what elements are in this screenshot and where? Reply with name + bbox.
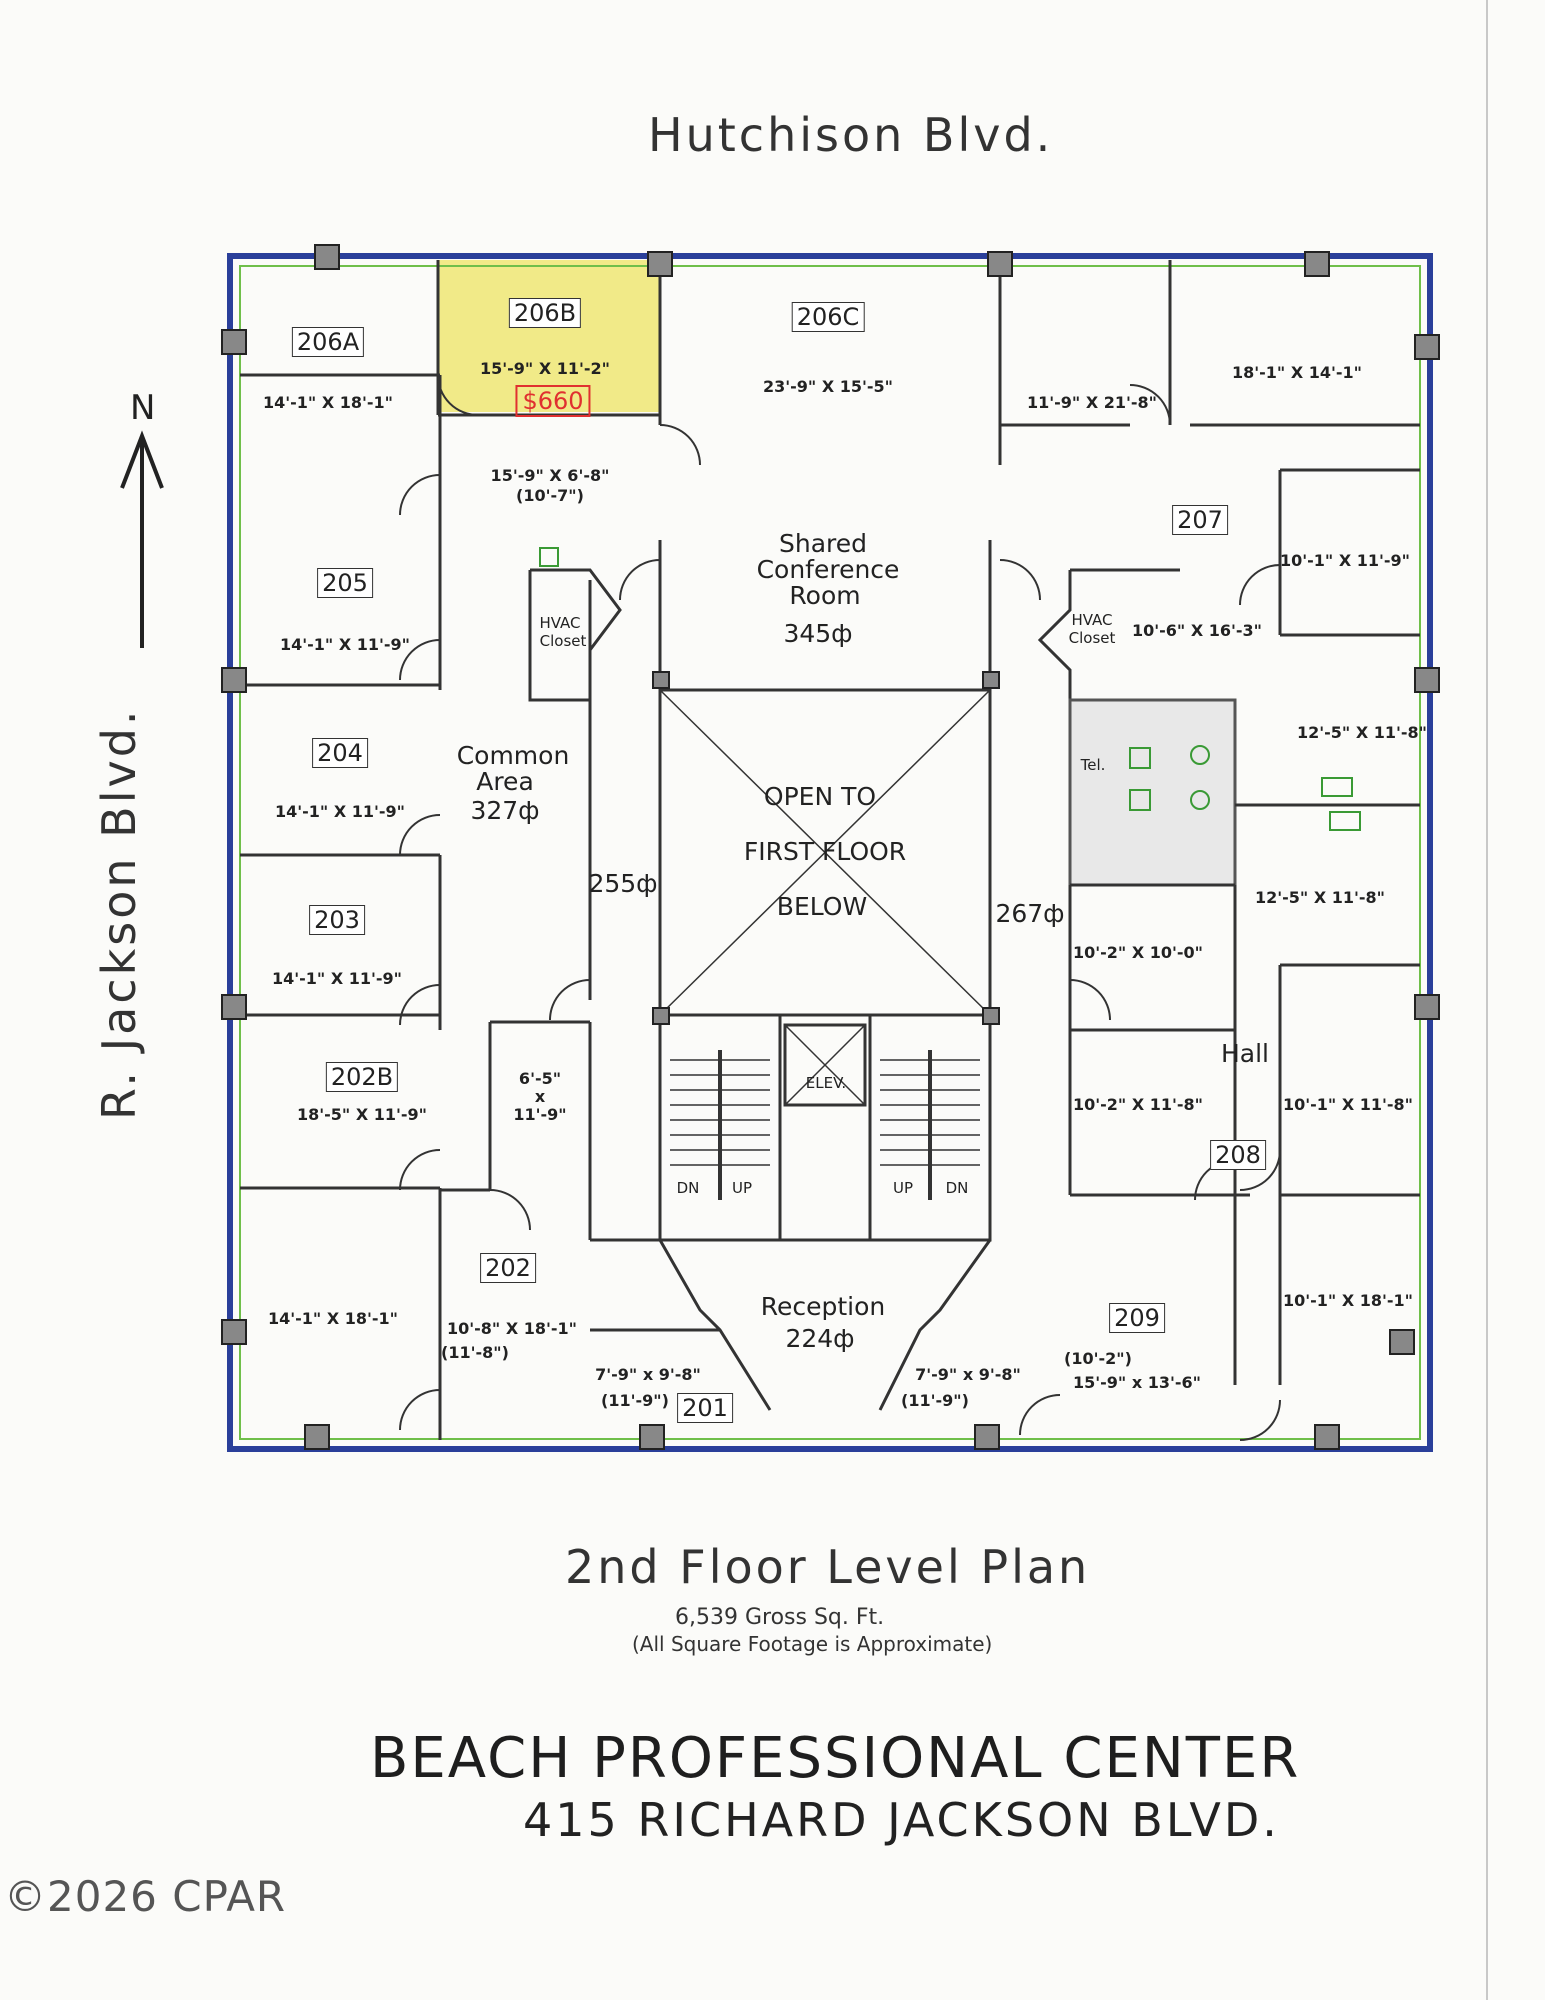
ne-office-a-dim: 11'-9" X 21'-8" [1026,393,1158,412]
room-203-label: 203 [309,905,365,935]
tel-label: Tel. [1080,756,1106,774]
reception-sf: 224ф [785,1325,854,1353]
east-4-dim: 10'-2" X 11'-8" [1072,1095,1204,1114]
room-206b-dim: 15'-9" X 11'-2" [479,359,611,378]
conference-line2: Conference [756,555,900,584]
conference-line1: Shared [778,529,868,558]
room-209-dim: 15'-9" x 13'-6" [1072,1373,1202,1392]
room-201-dim2: (11'-9") [601,1391,669,1410]
room-201-label: 201 [677,1393,733,1423]
room-207-dim-b: 10'-6" X 16'-3" [1131,621,1263,640]
hall-label: Hall [1220,1039,1270,1068]
stair-treads [670,1050,980,1200]
room-206c-dim: 23'-9" X 15'-5" [762,377,894,396]
room-202-dim2: (11'-8") [441,1343,509,1362]
conference-sf-value: 345 [783,619,832,648]
corridor-east-sf: 267ф [995,900,1064,928]
ne-office-b-dim: 18'-1" X 14'-1" [1231,363,1363,382]
room-206a-label: 206A [291,327,365,357]
common-sf: 327ф [470,797,539,825]
page-edge-line [1486,0,1488,2000]
room-207-dim-a: 10'-1" X 11'-9" [1279,551,1411,570]
corridor-west-sf: 255ф [588,870,657,898]
sf-symbol: ф [831,619,853,648]
sf-symbol: ф [518,796,540,825]
room-209-west-dim2: (11'-9") [901,1391,969,1410]
conference-line3: Room [789,581,861,610]
room-201-dim: 7'-9" x 9'-8" [595,1365,701,1384]
hvac-west-line2: Closet [539,632,587,650]
door-swings [399,374,1281,1441]
room-205-label: 205 [317,568,373,598]
east-3-dim: 10'-2" X 10'-0" [1072,943,1204,962]
sw-office-dim: 14'-1" X 18'-1" [267,1309,399,1328]
sf-symbol: ф [636,869,658,898]
open-line3: BELOW [776,892,868,921]
sf-symbol: ф [833,1324,855,1353]
elevator-label: ELEV. [805,1074,847,1092]
stair-east-up: UP [892,1179,914,1197]
stair-west-up: UP [731,1179,753,1197]
building-address: 415 RICHARD JACKSON BLVD. [523,1793,1280,1847]
reception-sf-value: 224 [785,1324,834,1353]
reception-line1: Reception [760,1292,886,1321]
building-name: BEACH PROFESSIONAL CENTER [370,1726,1301,1791]
closet-small-dim1: 6'-5" [518,1069,562,1088]
plan-title: 2nd Floor Level Plan [565,1540,1091,1594]
room-205-dim: 14'-1" X 11'-9" [279,635,411,654]
common-line1: Common [456,741,570,770]
room-206a-dim: 14'-1" X 18'-1" [262,393,394,412]
copyright: ©2026 CPAR [4,1872,287,1921]
hall-206-dim2: (10'-7") [516,486,584,505]
room-206c-label: 206C [791,302,865,332]
stair-east-dn: DN [945,1179,969,1197]
hvac-west-line1: HVAC [539,614,581,632]
closet-small-dim2: x [534,1087,546,1106]
sf-symbol: ф [1043,899,1065,928]
north-arrow-icon [120,430,164,648]
room-203-dim: 14'-1" X 11'-9" [271,969,403,988]
room-202-label: 202 [480,1253,536,1283]
east-1-dim: 12'-5" X 11'-8" [1296,723,1428,742]
room-204-dim: 14'-1" X 11'-9" [274,802,406,821]
corridor-east-sf-value: 267 [995,899,1044,928]
outer-wall [227,253,1433,1452]
outer-wall-inner-line [239,265,1421,1440]
room-209-west-dim: 7'-9" x 9'-8" [915,1365,1021,1384]
room-206b-label: 206B [508,298,582,328]
east-5-dim: 10'-1" X 11'-8" [1282,1095,1414,1114]
hvac-east-line2: Closet [1068,629,1116,647]
room-202b-label: 202B [325,1062,399,1092]
east-2-dim: 12'-5" X 11'-8" [1254,888,1386,907]
room-207-label: 207 [1172,505,1228,535]
stair-west-dn: DN [676,1179,700,1197]
hall-206-dim: 15'-9" X 6'-8" [490,466,610,485]
open-line1: OPEN TO [763,782,877,811]
room-206b-price: $660 [515,385,591,417]
room-202b-dim: 18'-5" X 11'-9" [296,1105,428,1124]
gross-sf: 6,539 Gross Sq. Ft. [675,1605,885,1630]
plumbing-fixtures [539,547,1361,831]
structural-columns [221,244,1440,1450]
conference-sf: 345ф [783,620,852,648]
room-202-dim: 10'-8" X 18'-1" [446,1319,578,1338]
street-north-label: Hutchison Blvd. [648,108,1054,162]
hvac-east-line1: HVAC [1071,611,1113,629]
open-line2: FIRST FLOOR [743,837,907,866]
common-line2: Area [476,767,534,796]
room-204-label: 204 [312,738,368,768]
approx-note: (All Square Footage is Approximate) [632,1632,993,1656]
room-208-label: 208 [1210,1140,1266,1170]
east-6-dim: 10'-1" X 18'-1" [1282,1291,1414,1310]
corridor-west-sf-value: 255 [588,869,637,898]
room-209-dim2: (10'-2") [1064,1349,1132,1368]
interior-walls [240,260,1420,1440]
north-label: N [130,388,156,428]
room-209-label: 209 [1109,1303,1165,1333]
common-sf-value: 327 [470,796,519,825]
closet-small-dim3: 11'-9" [513,1105,567,1124]
